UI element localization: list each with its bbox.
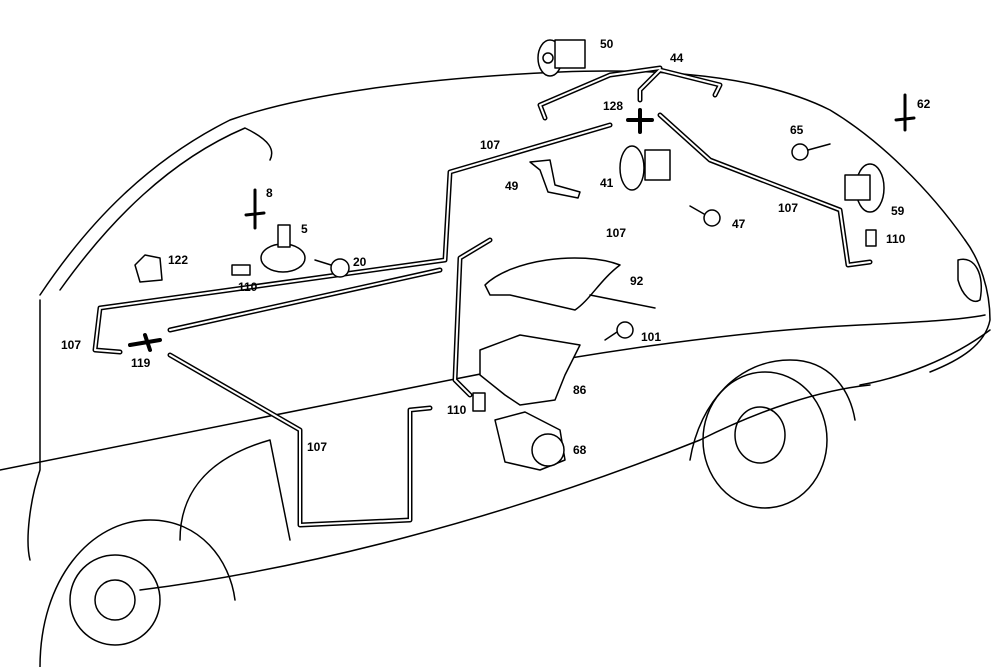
front-wheel: [702, 371, 828, 509]
callout-110: 110: [886, 232, 906, 246]
car-roof-line: [39, 70, 966, 296]
callout-110: 110: [238, 280, 258, 294]
part-122-clip: [134, 254, 163, 283]
car-front-light: [957, 258, 982, 302]
callout-128: 128: [603, 99, 624, 113]
callout-59: 59: [891, 204, 905, 218]
part-47-screw: [689, 205, 721, 227]
part-50-sensor: [537, 39, 586, 77]
part-119-tee: [128, 333, 162, 352]
part-92-leader: [589, 294, 656, 309]
car-lower-body: [859, 329, 991, 386]
vacuum-lines: [92, 65, 873, 528]
door-line: [179, 439, 291, 541]
part-101-screw: [604, 321, 634, 341]
part-86-housing: [479, 334, 581, 406]
callout-107: 107: [480, 138, 501, 152]
part-110-hose-b: [231, 264, 251, 276]
callout-107: 107: [606, 226, 627, 240]
callout-92: 92: [630, 274, 644, 288]
part-92-cover: [484, 257, 621, 311]
rear-wheel-hub: [94, 579, 136, 621]
callout-107: 107: [307, 440, 328, 454]
callout-41: 41: [600, 176, 614, 190]
callout-68: 68: [573, 443, 587, 457]
part-49-bracket: [529, 159, 581, 199]
part-41-valve: [619, 145, 671, 191]
callout-107: 107: [61, 338, 82, 352]
car-sill-line: [139, 384, 871, 591]
callout-119: 119: [131, 356, 151, 370]
part-62-clip: [894, 93, 916, 132]
front-wheel-arch: [689, 359, 856, 461]
callout-47: 47: [732, 217, 746, 231]
callout-62: 62: [917, 97, 931, 111]
car-side-line: [27, 299, 41, 561]
callout-65: 65: [790, 123, 804, 137]
callout-49: 49: [505, 179, 519, 193]
callout-122: 122: [168, 253, 189, 267]
car-front: [929, 239, 991, 373]
part-20-screw: [314, 258, 350, 278]
part-128-connector: [626, 108, 654, 134]
car-rear-window: [59, 127, 273, 291]
rear-wheel-arch: [39, 519, 236, 667]
callout-107: 107: [778, 201, 799, 215]
callout-101: 101: [641, 330, 662, 344]
part-59-valve: [844, 163, 885, 213]
callout-20: 20: [353, 255, 367, 269]
vacuum-lines-inner: [94, 67, 871, 526]
callout-110: 110: [447, 403, 467, 417]
rear-wheel: [69, 554, 161, 646]
callout-5: 5: [301, 222, 308, 236]
callout-44: 44: [670, 51, 684, 65]
part-5-valve: [260, 224, 306, 273]
part-110-hose-c: [472, 392, 486, 412]
callout-86: 86: [573, 383, 587, 397]
part-8-clip: [244, 188, 266, 230]
front-wheel-hub: [734, 406, 786, 464]
callout-8: 8: [266, 186, 273, 200]
callout-50: 50: [600, 37, 614, 51]
part-65-screw: [791, 143, 831, 161]
part-110-hose-a: [865, 229, 877, 247]
